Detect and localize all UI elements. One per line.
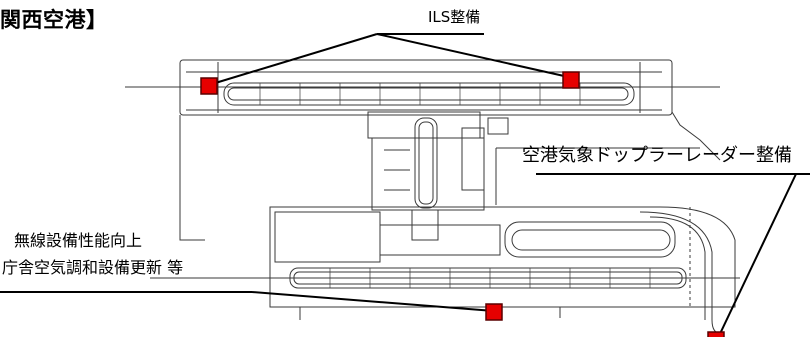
marker-ils-right bbox=[562, 71, 580, 89]
wireless-label-line2: 庁舎空気調和設備更新 等 bbox=[2, 258, 184, 277]
ils-leader-right bbox=[376, 33, 565, 77]
wireless-leader-arrow bbox=[251, 291, 495, 312]
radar-leader-arrow bbox=[717, 173, 797, 337]
leader-lines bbox=[0, 33, 810, 337]
ils-leader-left bbox=[211, 33, 378, 85]
radar-label: 空港気象ドップラーレーダー整備 bbox=[522, 145, 792, 166]
ils-label: ILS整備 bbox=[428, 8, 481, 26]
marker-ils-left bbox=[200, 77, 218, 95]
marker-wireless bbox=[485, 303, 503, 321]
wireless-label-line1: 無線設備性能向上 bbox=[14, 231, 143, 250]
markers bbox=[200, 71, 725, 337]
island-1-outline bbox=[125, 59, 721, 241]
island-2-outline bbox=[150, 206, 740, 335]
marker-radar bbox=[707, 331, 725, 337]
page-title: 関西空港】 bbox=[0, 8, 108, 32]
connecting-taxiway bbox=[367, 111, 700, 241]
